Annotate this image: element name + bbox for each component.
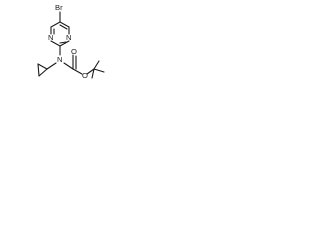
bond-tbu-me3 [91,68,95,79]
bond-tbu-me2 [93,68,105,73]
bond-cp-1 [37,63,48,70]
atom-carbonyl-o-label: O [71,47,77,56]
bond-c-o-ester [72,68,83,75]
atom-bromine-label: Br [55,3,63,12]
bond-c5-c6-double [59,24,68,30]
bond-o-tbu [86,68,95,75]
bond-n1-c2-double [59,41,67,44]
chemical-structure-diagram: Br N N N O O [37,3,105,80]
bond-tbu-me1 [93,60,100,70]
atom-amine-n-label: N [57,55,62,64]
bond-n-cyclopropyl [46,62,57,70]
atom-pyrimidine-n-bottom-label: N [48,33,53,42]
bond-cp-3 [38,68,48,77]
atom-pyrimidine-n-top-label: N [66,33,71,42]
bond-c5-c6 [59,21,70,28]
atom-ester-o-label: O [82,71,88,80]
bond-c5-c4 [50,21,61,28]
bond-n3-c2 [50,40,61,47]
bond-n1-c2 [59,40,70,47]
bond-n-carbonyl-c [63,62,74,70]
bond-cp-2 [37,63,40,77]
structure-canvas: Br N N N O O [0,0,109,122]
